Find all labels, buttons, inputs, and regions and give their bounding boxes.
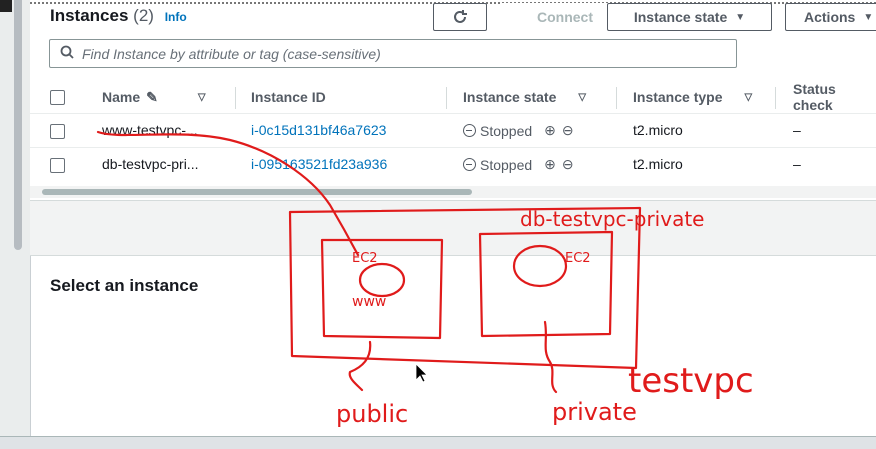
instance-state-label: Instance state (633, 9, 728, 25)
private-annotation: private (552, 398, 637, 426)
page-title: Instances (2) Info (50, 6, 187, 26)
col-type-label: Instance type (633, 89, 723, 105)
instance-name: www-testvpc-... (102, 122, 198, 138)
state-text: Stopped (480, 156, 533, 173)
public-pointer (348, 340, 372, 392)
vpc-annotation: testvpc (628, 361, 754, 401)
refresh-button[interactable] (433, 3, 487, 31)
pencil-icon: ✎ (146, 88, 158, 105)
zoom-in-icon[interactable]: ⊕ (544, 122, 556, 138)
left-scroll-strip (0, 0, 31, 448)
state-text: Stopped (480, 122, 533, 139)
actions-button[interactable]: Actions ▼ (785, 3, 876, 31)
instance-name: db-testvpc-pri... (102, 156, 199, 172)
www-annotation: www (352, 294, 386, 310)
row-checkbox[interactable] (50, 124, 65, 139)
stopped-icon (463, 124, 476, 137)
instance-state-button[interactable]: Instance state ▼ (607, 3, 772, 31)
select-all-checkbox[interactable] (50, 90, 65, 105)
col-state-label: Instance state (463, 89, 557, 105)
public-annotation: public (336, 400, 408, 428)
details-title: Select an instance (50, 276, 199, 295)
col-separator[interactable] (235, 87, 236, 109)
private-pointer (543, 320, 558, 394)
refresh-icon (454, 10, 467, 23)
zoom-out-icon[interactable]: ⊖ (561, 122, 574, 138)
instance-id-link[interactable]: i-095163521fd23a936 (251, 156, 388, 172)
sort-caret-icon: ▽ (744, 91, 753, 103)
caret-down-icon: ▼ (863, 11, 874, 23)
vertical-scrollbar[interactable] (14, 0, 22, 250)
caret-down-icon: ▼ (735, 11, 746, 23)
actions-label: Actions (804, 9, 856, 25)
window-corner (0, 0, 12, 12)
search-icon (60, 45, 74, 62)
info-link[interactable]: Info (164, 10, 187, 24)
col-header-instance-type[interactable]: Instance type ▽ (633, 84, 752, 110)
col-separator[interactable] (446, 87, 447, 109)
search-placeholder: Find Instance by attribute or tag (case-… (82, 45, 381, 62)
bottom-status-bar (0, 436, 876, 449)
col-name-label: Name (102, 89, 141, 105)
row-checkbox[interactable] (50, 158, 65, 173)
col-header-name[interactable]: Name ✎ ▽ (102, 84, 206, 110)
search-input[interactable]: Find Instance by attribute or tag (case-… (49, 39, 737, 68)
zoom-out-icon[interactable]: ⊖ (561, 156, 574, 172)
connect-label: Connect (537, 9, 593, 25)
col-header-instance-state[interactable]: Instance state ▽ (463, 84, 586, 110)
horizontal-scrollbar[interactable] (30, 186, 876, 198)
col-separator[interactable] (616, 87, 617, 109)
instance-count: (2) (133, 6, 154, 25)
col-header-instance-id[interactable]: Instance ID (251, 84, 326, 110)
col-status-label: Status check (793, 81, 836, 113)
row-divider (30, 113, 876, 114)
col-header-status-check[interactable]: Status check (793, 81, 876, 113)
row-divider (30, 147, 876, 148)
cursor-icon (415, 363, 428, 383)
zoom-in-icon[interactable]: ⊕ (544, 156, 556, 172)
col-id-label: Instance ID (251, 89, 326, 105)
title-text: Instances (50, 6, 129, 25)
sort-caret-icon: ▽ (197, 91, 206, 103)
status-check: – (793, 156, 801, 172)
instance-circle-left (358, 262, 406, 298)
col-separator[interactable] (775, 87, 776, 109)
instance-type: t2.micro (633, 156, 683, 172)
instance-state: Stopped ⊕ ⊖ (463, 156, 574, 173)
split-panel-divider[interactable] (30, 200, 876, 256)
status-check: – (793, 122, 801, 138)
instances-panel: Instances (2) Info Connect Instance stat… (30, 0, 876, 200)
scrollbar-thumb[interactable] (42, 189, 472, 195)
stopped-icon (463, 158, 476, 171)
instance-type: t2.micro (633, 122, 683, 138)
sort-caret-icon: ▽ (578, 91, 587, 103)
instance-state: Stopped ⊕ ⊖ (463, 122, 574, 139)
instance-id-link[interactable]: i-0c15d131bf46a7623 (251, 122, 387, 138)
